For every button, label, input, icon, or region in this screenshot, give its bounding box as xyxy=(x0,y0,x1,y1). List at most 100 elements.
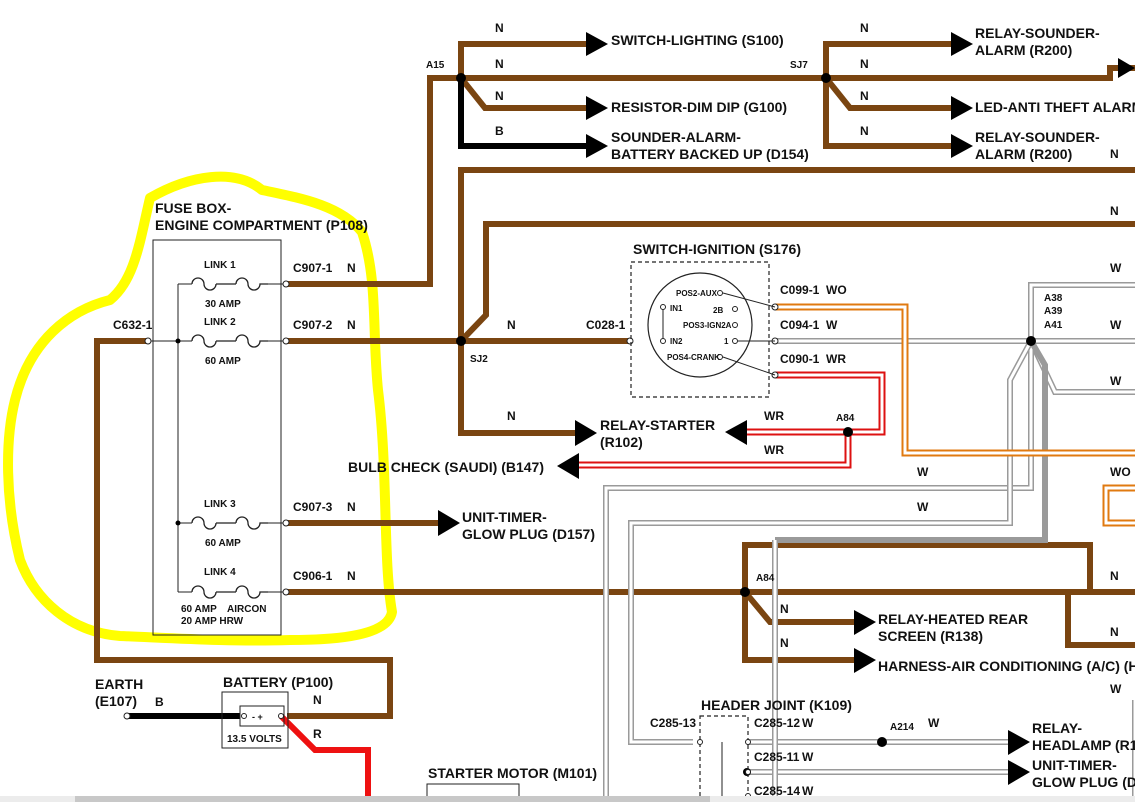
svg-text:W: W xyxy=(1110,318,1122,332)
link4-amp1: 60 AMP xyxy=(181,604,217,615)
starter-motor-title: STARTER MOTOR (M101) xyxy=(428,765,597,781)
a15-label: A15 xyxy=(426,60,445,71)
svg-text:B: B xyxy=(155,695,164,709)
svg-text:W: W xyxy=(917,465,929,479)
a41-label: A41 xyxy=(1044,320,1063,331)
ign-pin1: 1 xyxy=(724,337,729,346)
relay-headlamp-label-2: HEADLAMP (R1 xyxy=(1032,737,1135,753)
c094-label: C094-1 xyxy=(780,318,820,332)
svg-text:WR: WR xyxy=(764,443,784,457)
svg-text:N: N xyxy=(860,124,869,138)
ign-pos3: POS3-IGN2A xyxy=(683,321,732,330)
relay-sounder-2b-label: ALARM (R200) xyxy=(975,146,1072,162)
fuse-link-1 xyxy=(191,277,268,291)
svg-text:N: N xyxy=(507,409,516,423)
svg-text:N: N xyxy=(495,89,504,103)
svg-text:N: N xyxy=(507,318,516,332)
fuse-box-title-1: FUSE BOX- xyxy=(155,200,232,216)
relay-sounder-1b-label: ALARM (R200) xyxy=(975,42,1072,58)
svg-text:R: R xyxy=(313,727,322,741)
header-joint xyxy=(697,715,751,802)
earth-label-2: (E107) xyxy=(95,693,137,709)
c099-label: C099-1 xyxy=(780,283,820,297)
sj7-label: SJ7 xyxy=(790,60,808,71)
svg-text:N: N xyxy=(1110,204,1119,218)
connector-pins xyxy=(144,280,779,596)
sounder-alarm-label-2: BATTERY BACKED UP (D154) xyxy=(611,146,809,162)
link3-amp: 60 AMP xyxy=(205,538,241,549)
battery-pm: - + xyxy=(252,712,263,722)
unit-timer-2b-label: GLOW PLUG (D xyxy=(1032,774,1135,790)
link4-label: LINK 4 xyxy=(204,567,236,578)
a39-label: A39 xyxy=(1044,306,1063,317)
link2-label: LINK 2 xyxy=(204,317,236,328)
svg-text:W: W xyxy=(917,500,929,514)
svg-text:W: W xyxy=(802,716,814,730)
relay-heated-label-1: RELAY-HEATED REAR xyxy=(878,611,1028,627)
svg-text:WR: WR xyxy=(826,352,846,366)
ign-pos2: POS2-AUX xyxy=(676,289,718,298)
link1-amp: 30 AMP xyxy=(205,299,241,310)
link3-label: LINK 3 xyxy=(204,499,236,510)
fuse-link-3 xyxy=(191,516,268,530)
a84-mid-label: A84 xyxy=(756,573,775,584)
unit-timer-1a-label: UNIT-TIMER- xyxy=(462,509,547,525)
svg-text:N: N xyxy=(347,569,356,583)
c632-label: C632-1 xyxy=(113,318,153,332)
fuse-link-4 xyxy=(191,585,268,599)
relay-starter-label-2: (R102) xyxy=(600,434,643,450)
svg-text:N: N xyxy=(1110,569,1119,583)
horizontal-scrollbar-thumb[interactable] xyxy=(75,796,710,802)
white-wires xyxy=(603,282,1135,800)
svg-text:N: N xyxy=(347,318,356,332)
fuse-link-2 xyxy=(191,334,268,348)
ign-in1: IN1 xyxy=(670,304,683,313)
svg-text:W: W xyxy=(928,716,940,730)
c906-1-label: C906-1 xyxy=(293,569,333,583)
c285-13-label: C285-13 xyxy=(650,716,696,730)
svg-text:W: W xyxy=(1110,682,1122,696)
link4-amp2: 20 AMP HRW xyxy=(181,616,244,627)
ign-in2: IN2 xyxy=(670,337,683,346)
svg-text:N: N xyxy=(1110,625,1119,639)
wire-color-labels: N N N N N N N B N N N N N N W W W WO N N… xyxy=(155,21,1131,798)
relay-sounder-2a-label: RELAY-SOUNDER- xyxy=(975,129,1100,145)
svg-text:N: N xyxy=(495,57,504,71)
battery-title: BATTERY (P100) xyxy=(223,674,333,690)
svg-text:W: W xyxy=(802,784,814,798)
c907-2-label: C907-2 xyxy=(293,318,333,332)
svg-text:WR: WR xyxy=(764,409,784,423)
bulb-check-label: BULB CHECK (SAUDI) (B147) xyxy=(348,459,544,475)
unit-timer-1b-label: GLOW PLUG (D157) xyxy=(462,526,595,542)
led-anti-theft-label: LED-ANTI THEFT ALARM xyxy=(975,99,1135,115)
svg-text:W: W xyxy=(1110,374,1122,388)
c028-label: C028-1 xyxy=(586,318,626,332)
sj2-label: SJ2 xyxy=(470,354,488,365)
red-wire-battery xyxy=(278,713,371,800)
svg-text:N: N xyxy=(313,693,322,707)
svg-text:N: N xyxy=(860,21,869,35)
unit-timer-2a-label: UNIT-TIMER- xyxy=(1032,757,1117,773)
svg-text:N: N xyxy=(1110,147,1119,161)
a84-top-label: A84 xyxy=(836,413,855,424)
arrowheads xyxy=(438,32,1135,785)
starter-motor-box xyxy=(426,783,520,802)
link2-amp: 60 AMP xyxy=(205,356,241,367)
a38-label: A38 xyxy=(1044,293,1063,304)
svg-text:WO: WO xyxy=(1110,465,1131,479)
ignition-switch xyxy=(630,261,776,398)
wr-wires xyxy=(575,371,886,469)
battery-volts: 13.5 VOLTS xyxy=(227,734,282,745)
c285-14-label: C285-14 xyxy=(754,784,800,798)
svg-text:N: N xyxy=(495,21,504,35)
fuse-box-title-2: ENGINE COMPARTMENT (P108) xyxy=(155,217,368,233)
relay-sounder-1a-label: RELAY-SOUNDER- xyxy=(975,25,1100,41)
svg-text:N: N xyxy=(347,500,356,514)
relay-heated-label-2: SCREEN (R138) xyxy=(878,628,983,644)
svg-text:N: N xyxy=(860,57,869,71)
relay-starter-label-1: RELAY-STARTER xyxy=(600,417,715,433)
svg-text:N: N xyxy=(780,602,789,616)
a214-label: A214 xyxy=(890,722,914,733)
ign-2b: 2B xyxy=(713,306,723,315)
